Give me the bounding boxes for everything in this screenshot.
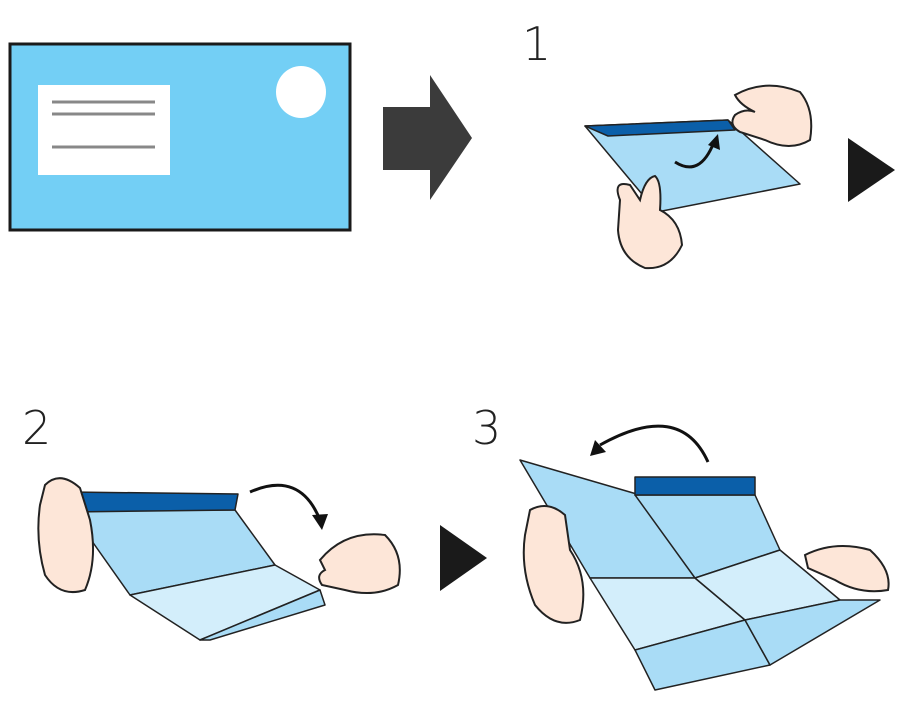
hand-icon (731, 84, 813, 147)
step-2-illustration (37, 477, 401, 641)
step-number-1: 1 (522, 17, 551, 71)
hand-icon (522, 505, 585, 624)
step-number-2: 2 (22, 401, 51, 455)
next-triangle-icon (440, 525, 487, 591)
step-3-illustration (519, 424, 890, 691)
step-1-illustration (584, 84, 813, 270)
hand-icon (318, 533, 401, 595)
envelope (8, 42, 352, 232)
hand-icon (616, 174, 684, 270)
hand-icon (803, 545, 890, 593)
right-arrow-icon (383, 75, 472, 200)
address-label (38, 85, 170, 175)
step-number-3: 3 (472, 401, 501, 455)
next-triangle-icon (848, 138, 895, 202)
hand-icon (37, 477, 94, 594)
stamp (276, 66, 326, 118)
